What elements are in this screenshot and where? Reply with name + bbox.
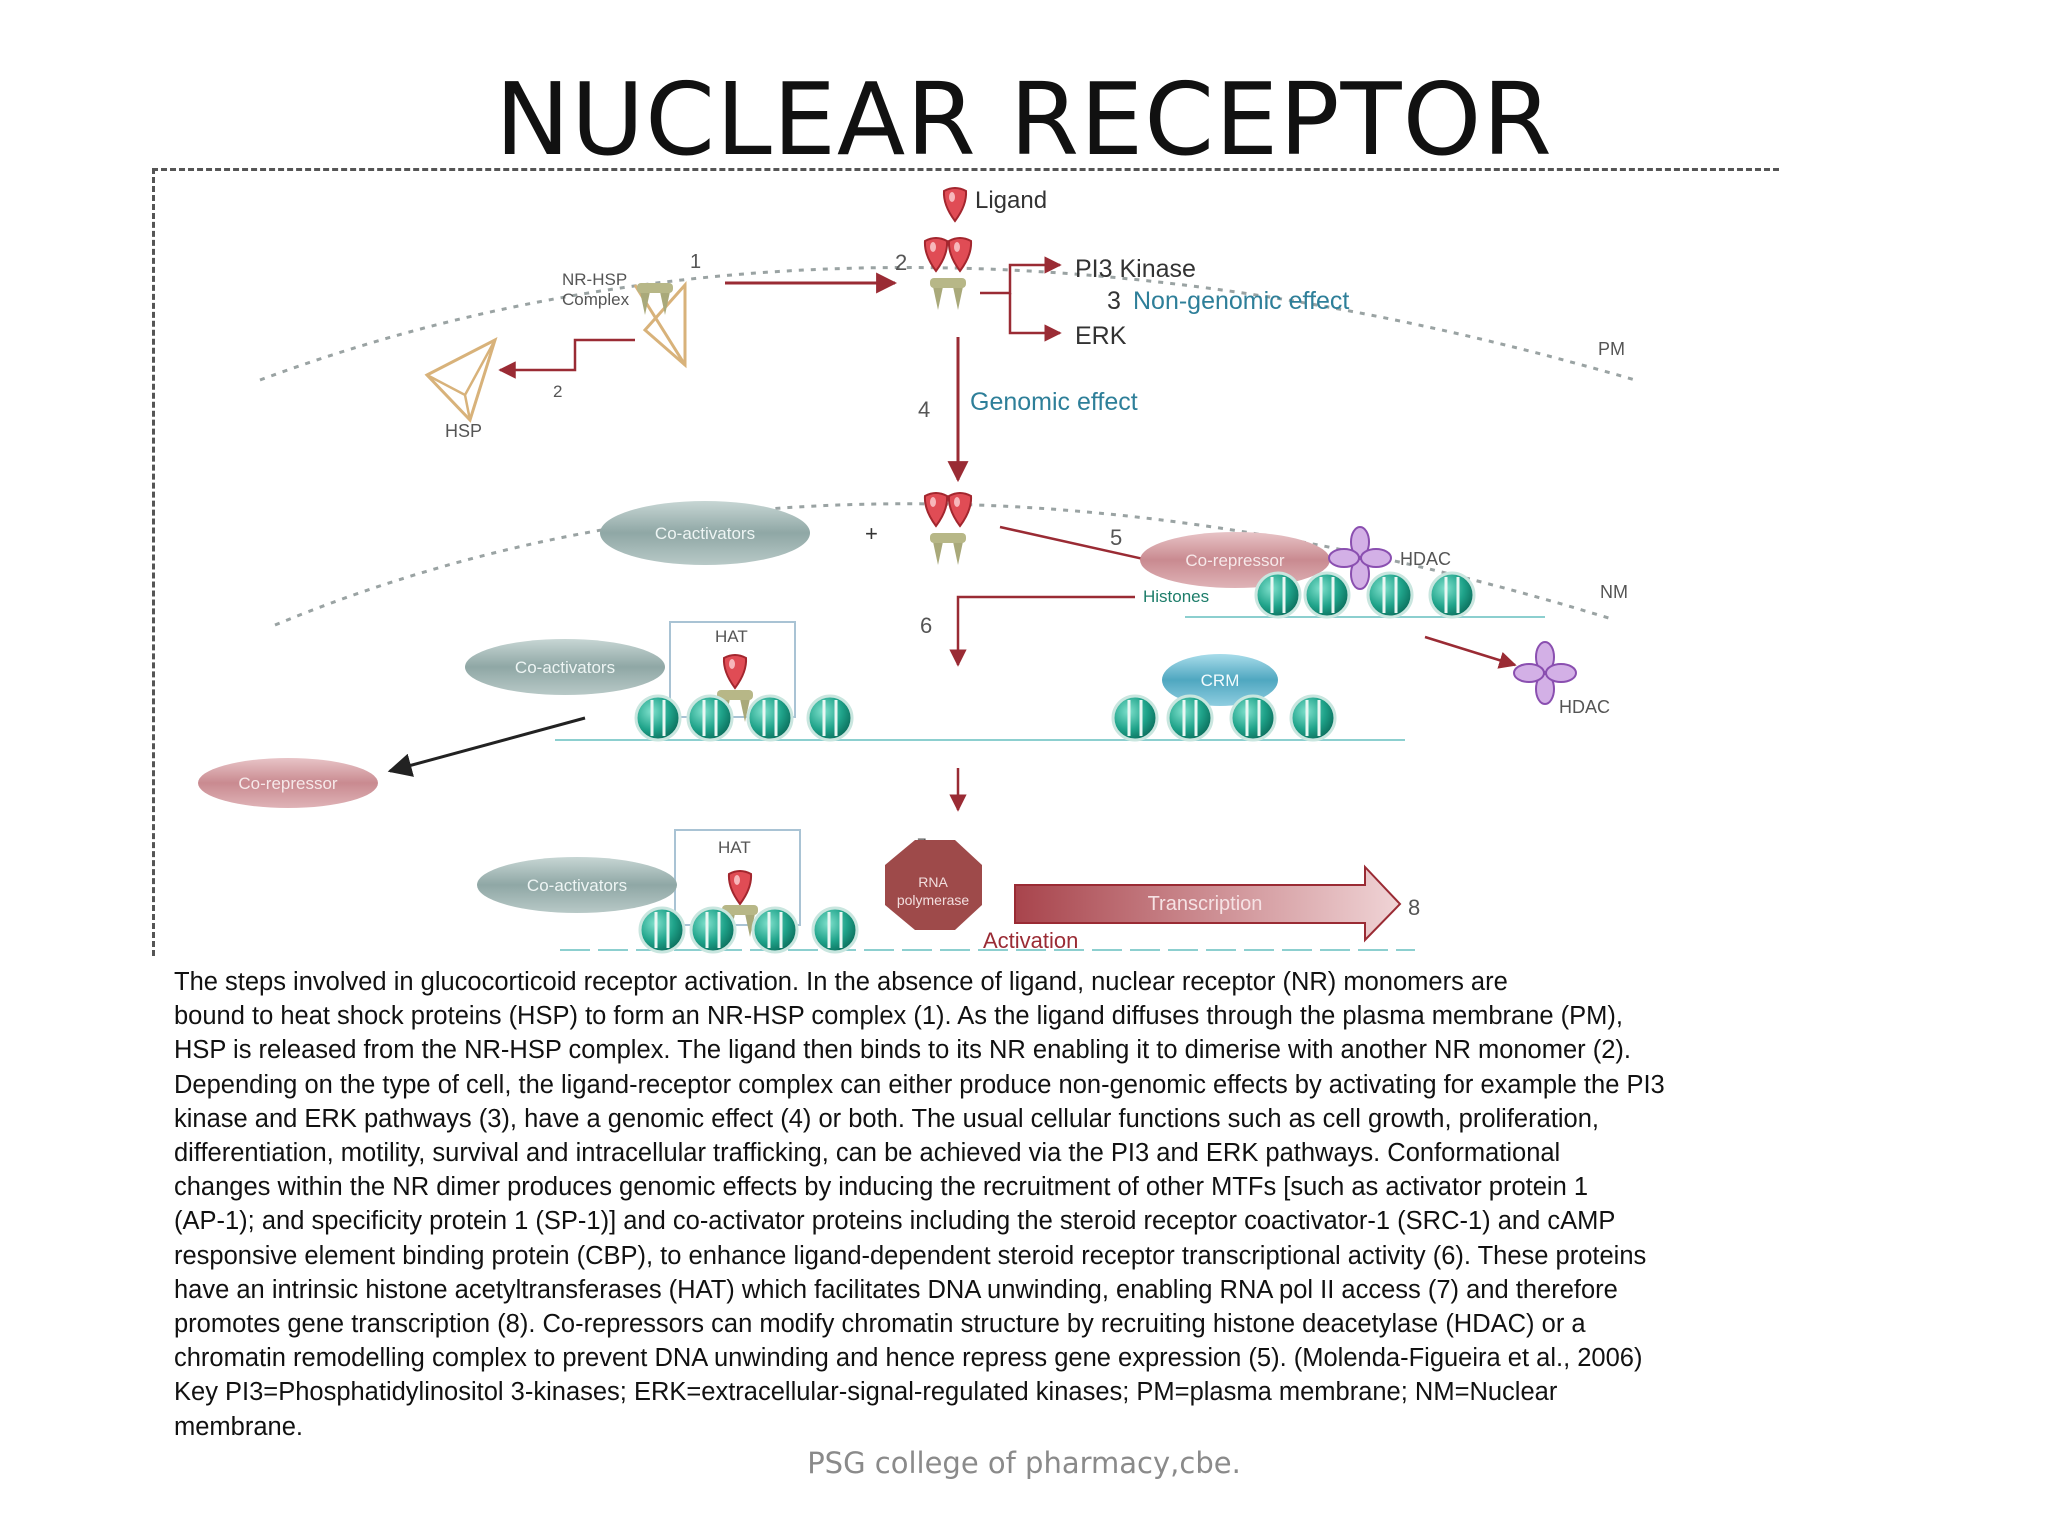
erk-label: ERK (1075, 322, 1127, 350)
crm-label: CRM (1201, 671, 1240, 690)
nr-hsp-label-1: NR-HSP (562, 270, 627, 289)
hdac-2-icon (1513, 641, 1577, 705)
caption-line: responsive element binding protein (CBP)… (174, 1241, 1647, 1270)
nr-dimer-icon (923, 237, 973, 310)
ligand-label: Ligand (975, 187, 1047, 214)
step2a-label: 2 (895, 250, 907, 275)
caption-line: chromatin remodelling complex to prevent… (174, 1344, 1643, 1373)
figure-caption: The steps involved in glucocorticoid rec… (174, 965, 1754, 1444)
coactivators-3-label: Co-activators (527, 876, 627, 895)
rna-polymerase-label-2: polymerase (897, 892, 970, 908)
caption-line: differentiation, motility, survival and … (174, 1139, 1561, 1168)
step5-label: 5 (1110, 525, 1122, 550)
nm-label: NM (1600, 582, 1628, 602)
step8-label: 8 (1408, 895, 1420, 920)
plasma-membrane (259, 266, 1636, 382)
slide-title: NUCLEAR RECEPTOR (495, 61, 1553, 178)
transcription-arrow (1014, 864, 1402, 943)
nuclear-membrane (274, 502, 1616, 627)
hat-2-label: HAT (718, 838, 751, 857)
diagram-frame (152, 168, 1779, 956)
caption-line: bound to heat shock proteins (HSP) to fo… (174, 1002, 1623, 1031)
footer-text: PSG college of pharmacy,cbe. (807, 1446, 1241, 1480)
plus-label: + (865, 521, 878, 546)
hsp-label: HSP (445, 421, 482, 441)
caption-line: Key PI3=Phosphatidylinositol 3-kinases; … (174, 1378, 1558, 1407)
step3-label: 3 (1107, 287, 1121, 315)
caption-line: have an intrinsic histone acetyltransfer… (174, 1275, 1618, 1304)
transcription-label: Transcription (1148, 893, 1263, 915)
corepressor-1-label: Co-repressor (1185, 551, 1285, 570)
coactivators-1-label: Co-activators (655, 524, 755, 543)
histones-label: Histones (1143, 587, 1209, 606)
rna-polymerase-label-1: RNA (918, 874, 948, 890)
genomic-effect-label: Genomic effect (970, 388, 1138, 416)
pi3-kinase-label: PI3 Kinase (1075, 255, 1196, 283)
coactivators-2-label: Co-activators (515, 658, 615, 677)
non-genomic-label: Non-genomic effect (1133, 287, 1349, 315)
caption-line: promotes gene transcription (8). Co-repr… (174, 1310, 1586, 1339)
activation-label: Activation (983, 928, 1078, 953)
caption-line: changes within the NR dimer produces gen… (174, 1173, 1589, 1202)
corepressor-2-label: Co-repressor (238, 774, 338, 793)
caption-line: The steps involved in glucocorticoid rec… (174, 968, 1508, 996)
caption-line: membrane. (174, 1412, 303, 1441)
step6-label: 6 (920, 613, 932, 638)
step1-label: 1 (690, 251, 701, 273)
caption-line: HSP is released from the NR-HSP complex.… (174, 1036, 1631, 1065)
rna-polymerase-icon (885, 840, 982, 930)
nr-hsp-label-2: Complex (562, 290, 630, 309)
hdac-2-label: HDAC (1559, 697, 1610, 717)
hdac-1-label: HDAC (1400, 549, 1451, 569)
hat-1-label: HAT (715, 627, 748, 646)
caption-line: kinase and ERK pathways (3), have a geno… (174, 1104, 1599, 1133)
caption-line: (AP-1); and specificity protein 1 (SP-1)… (174, 1207, 1616, 1236)
step4-label: 4 (918, 397, 930, 422)
hsp-icon (424, 337, 498, 423)
step2b-label: 2 (553, 382, 562, 401)
pm-label: PM (1598, 339, 1625, 359)
nr-hsp-complex-icon (633, 281, 687, 369)
nuclear-receptor-diagram: Ligand NR-HSP Complex 1 2 HSP 2 PI3 Kina… (198, 187, 1636, 954)
caption-line: Depending on the type of cell, the ligan… (174, 1070, 1665, 1099)
